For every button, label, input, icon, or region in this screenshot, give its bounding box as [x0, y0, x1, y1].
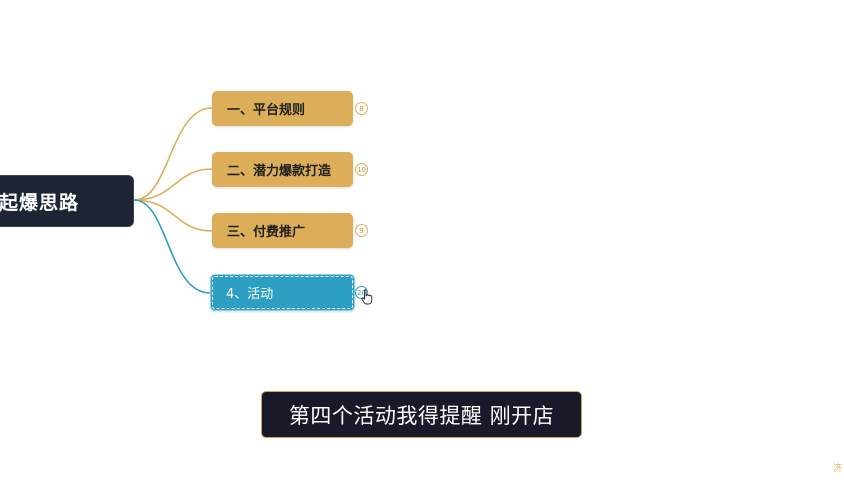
collapse-count-badge[interactable]: 10: [355, 163, 368, 176]
root-topic-node[interactable]: 起爆思路: [0, 175, 134, 227]
branch-label: 三、付费推广: [227, 225, 306, 240]
connector-line-3: [133, 199, 213, 232]
video-subtitle-caption: 第四个活动我得提醒 刚开店: [261, 391, 582, 438]
branch-node-activities-selected[interactable]: 4、活动: [210, 274, 355, 311]
collapse-count-badge[interactable]: 8: [355, 102, 368, 115]
connector-line-4: [133, 199, 211, 294]
watermark-logo: 济: [832, 464, 842, 474]
branch-label: 二、潜力爆款打造: [227, 164, 332, 179]
root-topic-label: 起爆思路: [0, 191, 80, 214]
branch-label: 4、活动: [226, 287, 274, 302]
branch-label: 一、平台规则: [227, 103, 306, 118]
subtitle-text: 第四个活动我得提醒 刚开店: [288, 403, 555, 428]
collapse-count-badge[interactable]: 9: [355, 224, 368, 237]
connector-line-1: [133, 107, 213, 201]
hand-pointer-cursor-icon: [361, 289, 373, 305]
branch-node-platform-rules[interactable]: 一、平台规则: [212, 91, 353, 126]
branch-node-paid-promotion[interactable]: 三、付费推广: [212, 213, 353, 248]
connector-line-2: [133, 168, 213, 201]
branch-node-potential-bestseller[interactable]: 二、潜力爆款打造: [212, 152, 353, 187]
